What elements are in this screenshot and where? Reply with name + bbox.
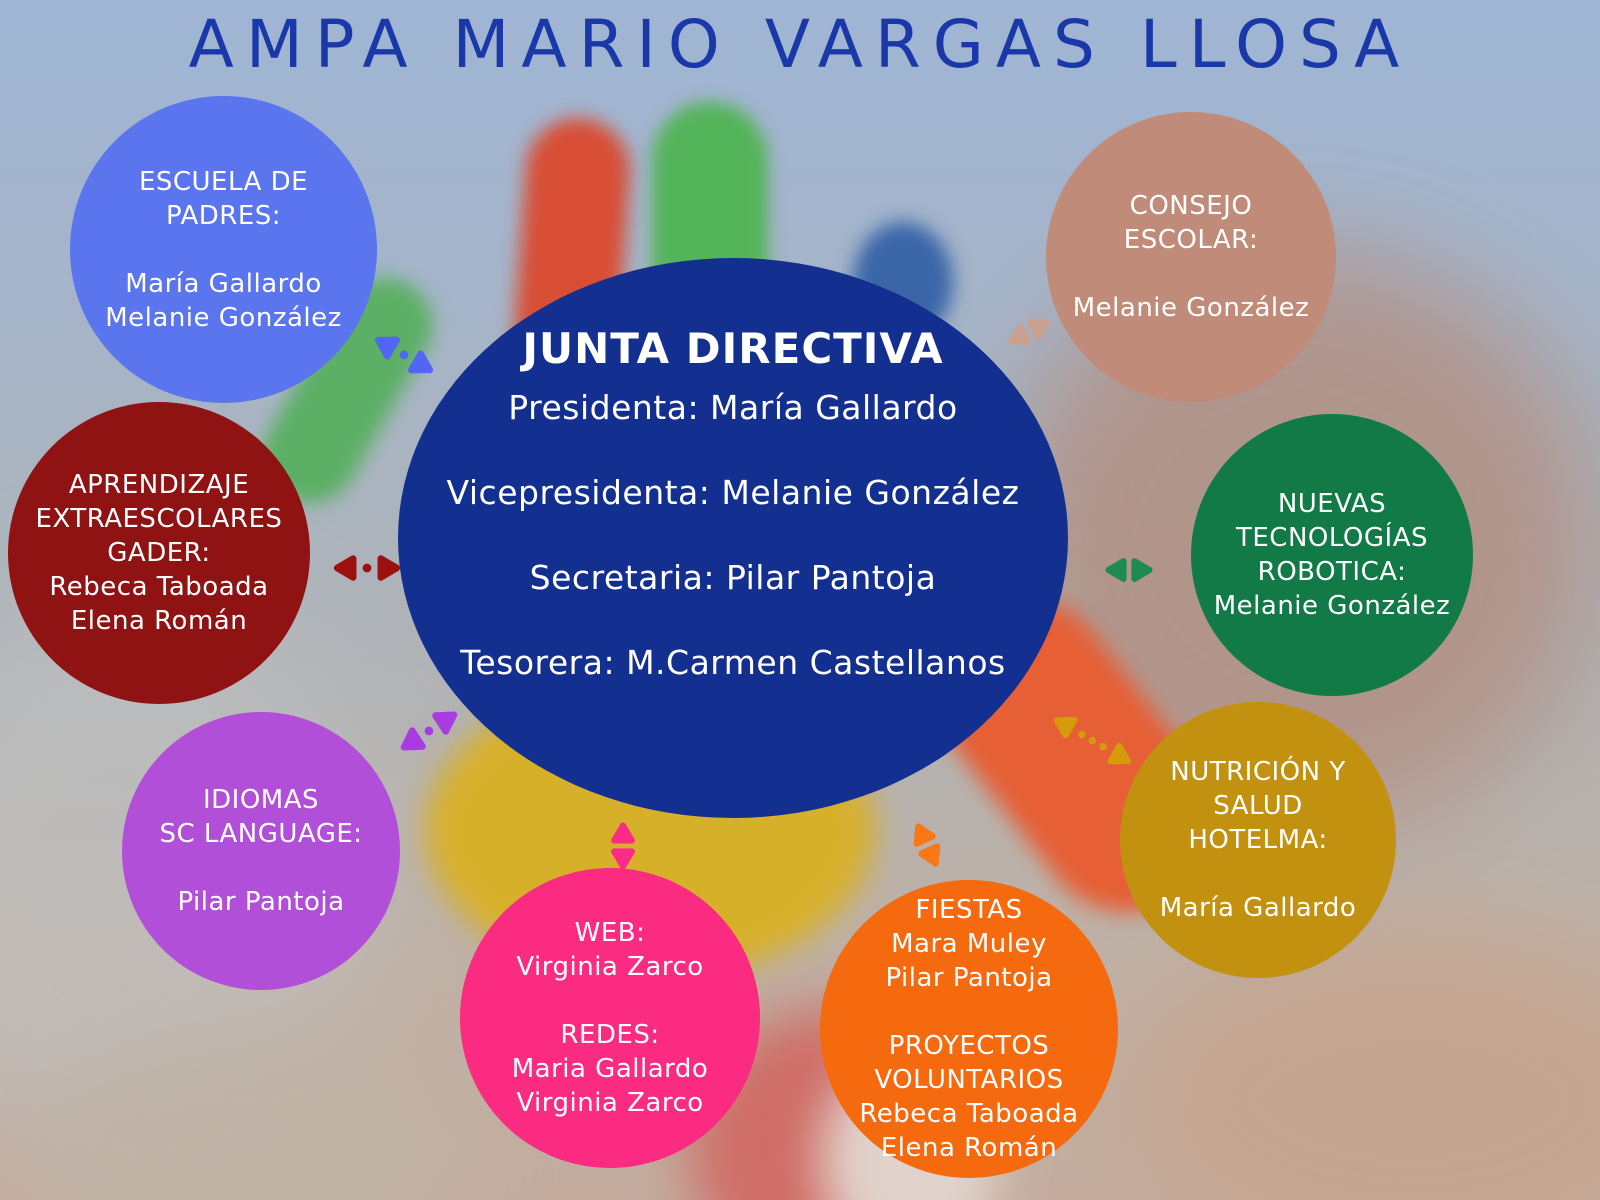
text-line: ESCOLAR: (1123, 225, 1259, 255)
text-line: Pilar Pantoja (885, 963, 1053, 993)
background-blur-bottom-right (1130, 930, 1600, 1200)
connector-fiestas-proyectos-voluntarios (899, 809, 954, 881)
double-arrow-icon (611, 822, 635, 870)
double-arrow-icon (1105, 558, 1153, 582)
text-line: EXTRAESCOLARES (35, 504, 283, 534)
text-line: Tesorera: M.Carmen Castellanos (460, 643, 1006, 682)
text-line: PADRES: (165, 200, 282, 231)
text-line: NUEVAS (1277, 489, 1387, 519)
double-arrow-icon (1053, 716, 1131, 765)
connector-nutricion-salud-hotelma (1040, 702, 1145, 780)
text-line: WEB: (574, 918, 646, 948)
background-blur-bottom-left (40, 1030, 480, 1200)
connector-consejo-escolar (993, 303, 1065, 360)
text-line: ROBOTICA: (1257, 557, 1407, 587)
group-circle-aprendizaje-extraescolares-gader: APRENDIZAJE EXTRAESCOLARES GADER: Rebeca Ta… (8, 402, 310, 704)
text-line: ESCUELA DE (138, 166, 309, 197)
text-line: Rebeca Taboada (859, 1099, 1079, 1129)
text-line: Maria Gallardo (511, 1054, 709, 1084)
text-line: FIESTAS (915, 895, 1023, 925)
text-line: TECNOLOGÍAS (1235, 523, 1428, 553)
connector-idiomas-sc-language (387, 696, 472, 766)
text-line: Rebeca Taboada (49, 572, 269, 602)
text-line: REDES: (560, 1020, 660, 1050)
text-line: Melanie González (105, 302, 342, 333)
text-line: María Gallardo (1159, 893, 1357, 923)
text-line: IDIOMAS (202, 785, 320, 815)
connector-escuela-de-padres (361, 321, 446, 389)
text-line: APRENDIZAJE (68, 470, 250, 500)
text-line: VOLUNTARIOS (874, 1065, 1064, 1095)
text-line: GADER: (107, 538, 211, 568)
double-arrow-icon (1007, 318, 1051, 346)
text-line: PROYECTOS (888, 1031, 1050, 1061)
double-arrow-icon (333, 555, 401, 581)
double-arrow-icon (374, 336, 434, 374)
double-arrow-icon (400, 711, 458, 751)
text-line: Elena Román (880, 1133, 1058, 1163)
group-circle-nutricion-salud-hotelma: NUTRICIÓN Y SALUD HOTELMA: María Gallardo (1120, 702, 1396, 978)
text-line: Mara Muley (891, 929, 1047, 959)
junta-directiva-heading: JUNTA DIRECTIVA (522, 324, 944, 373)
text-line: Melanie González (1213, 591, 1451, 621)
connector-nuevas-tecnologias-robotica (1096, 555, 1162, 585)
text-line: Presidenta: María Gallardo (508, 388, 958, 427)
text-line: SALUD (1213, 791, 1303, 821)
text-line: HOTELMA: (1188, 825, 1328, 855)
text-line: Melanie González (1072, 293, 1310, 323)
connector-aprendizaje-extraescolares-gader (327, 552, 407, 584)
double-arrow-icon (913, 823, 941, 867)
text-line: CONSEJO (1129, 191, 1253, 221)
group-circle-consejo-escolar: CONSEJO ESCOLAR: Melanie González (1046, 112, 1336, 402)
text-line: Virginia Zarco (516, 952, 704, 982)
poster-title: AMPA MARIO VARGAS LLOSA (188, 6, 1412, 83)
text-line: Virginia Zarco (516, 1088, 704, 1118)
text-line: Elena Román (70, 606, 248, 636)
group-circle-nuevas-tecnologias-robotica: NUEVAS TECNOLOGÍAS ROBOTICA: Melanie Gonzál… (1191, 414, 1473, 696)
text-line: NUTRICIÓN Y (1170, 757, 1346, 787)
connector-web-redes (608, 813, 638, 879)
group-circle-idiomas-sc-language: IDIOMAS SC LANGUAGE: Pilar Pantoja (122, 712, 400, 990)
text-line: Pilar Pantoja (177, 887, 345, 917)
text-line: María Gallardo (125, 268, 322, 299)
junta-directiva-circle: JUNTA DIRECTIVA Presidenta: María Gallar… (398, 258, 1068, 818)
text-line: Vicepresidenta: Melanie González (446, 473, 1020, 512)
text-line: SC LANGUAGE: (159, 819, 363, 849)
text-line: Secretaria: Pilar Pantoja (529, 558, 937, 597)
